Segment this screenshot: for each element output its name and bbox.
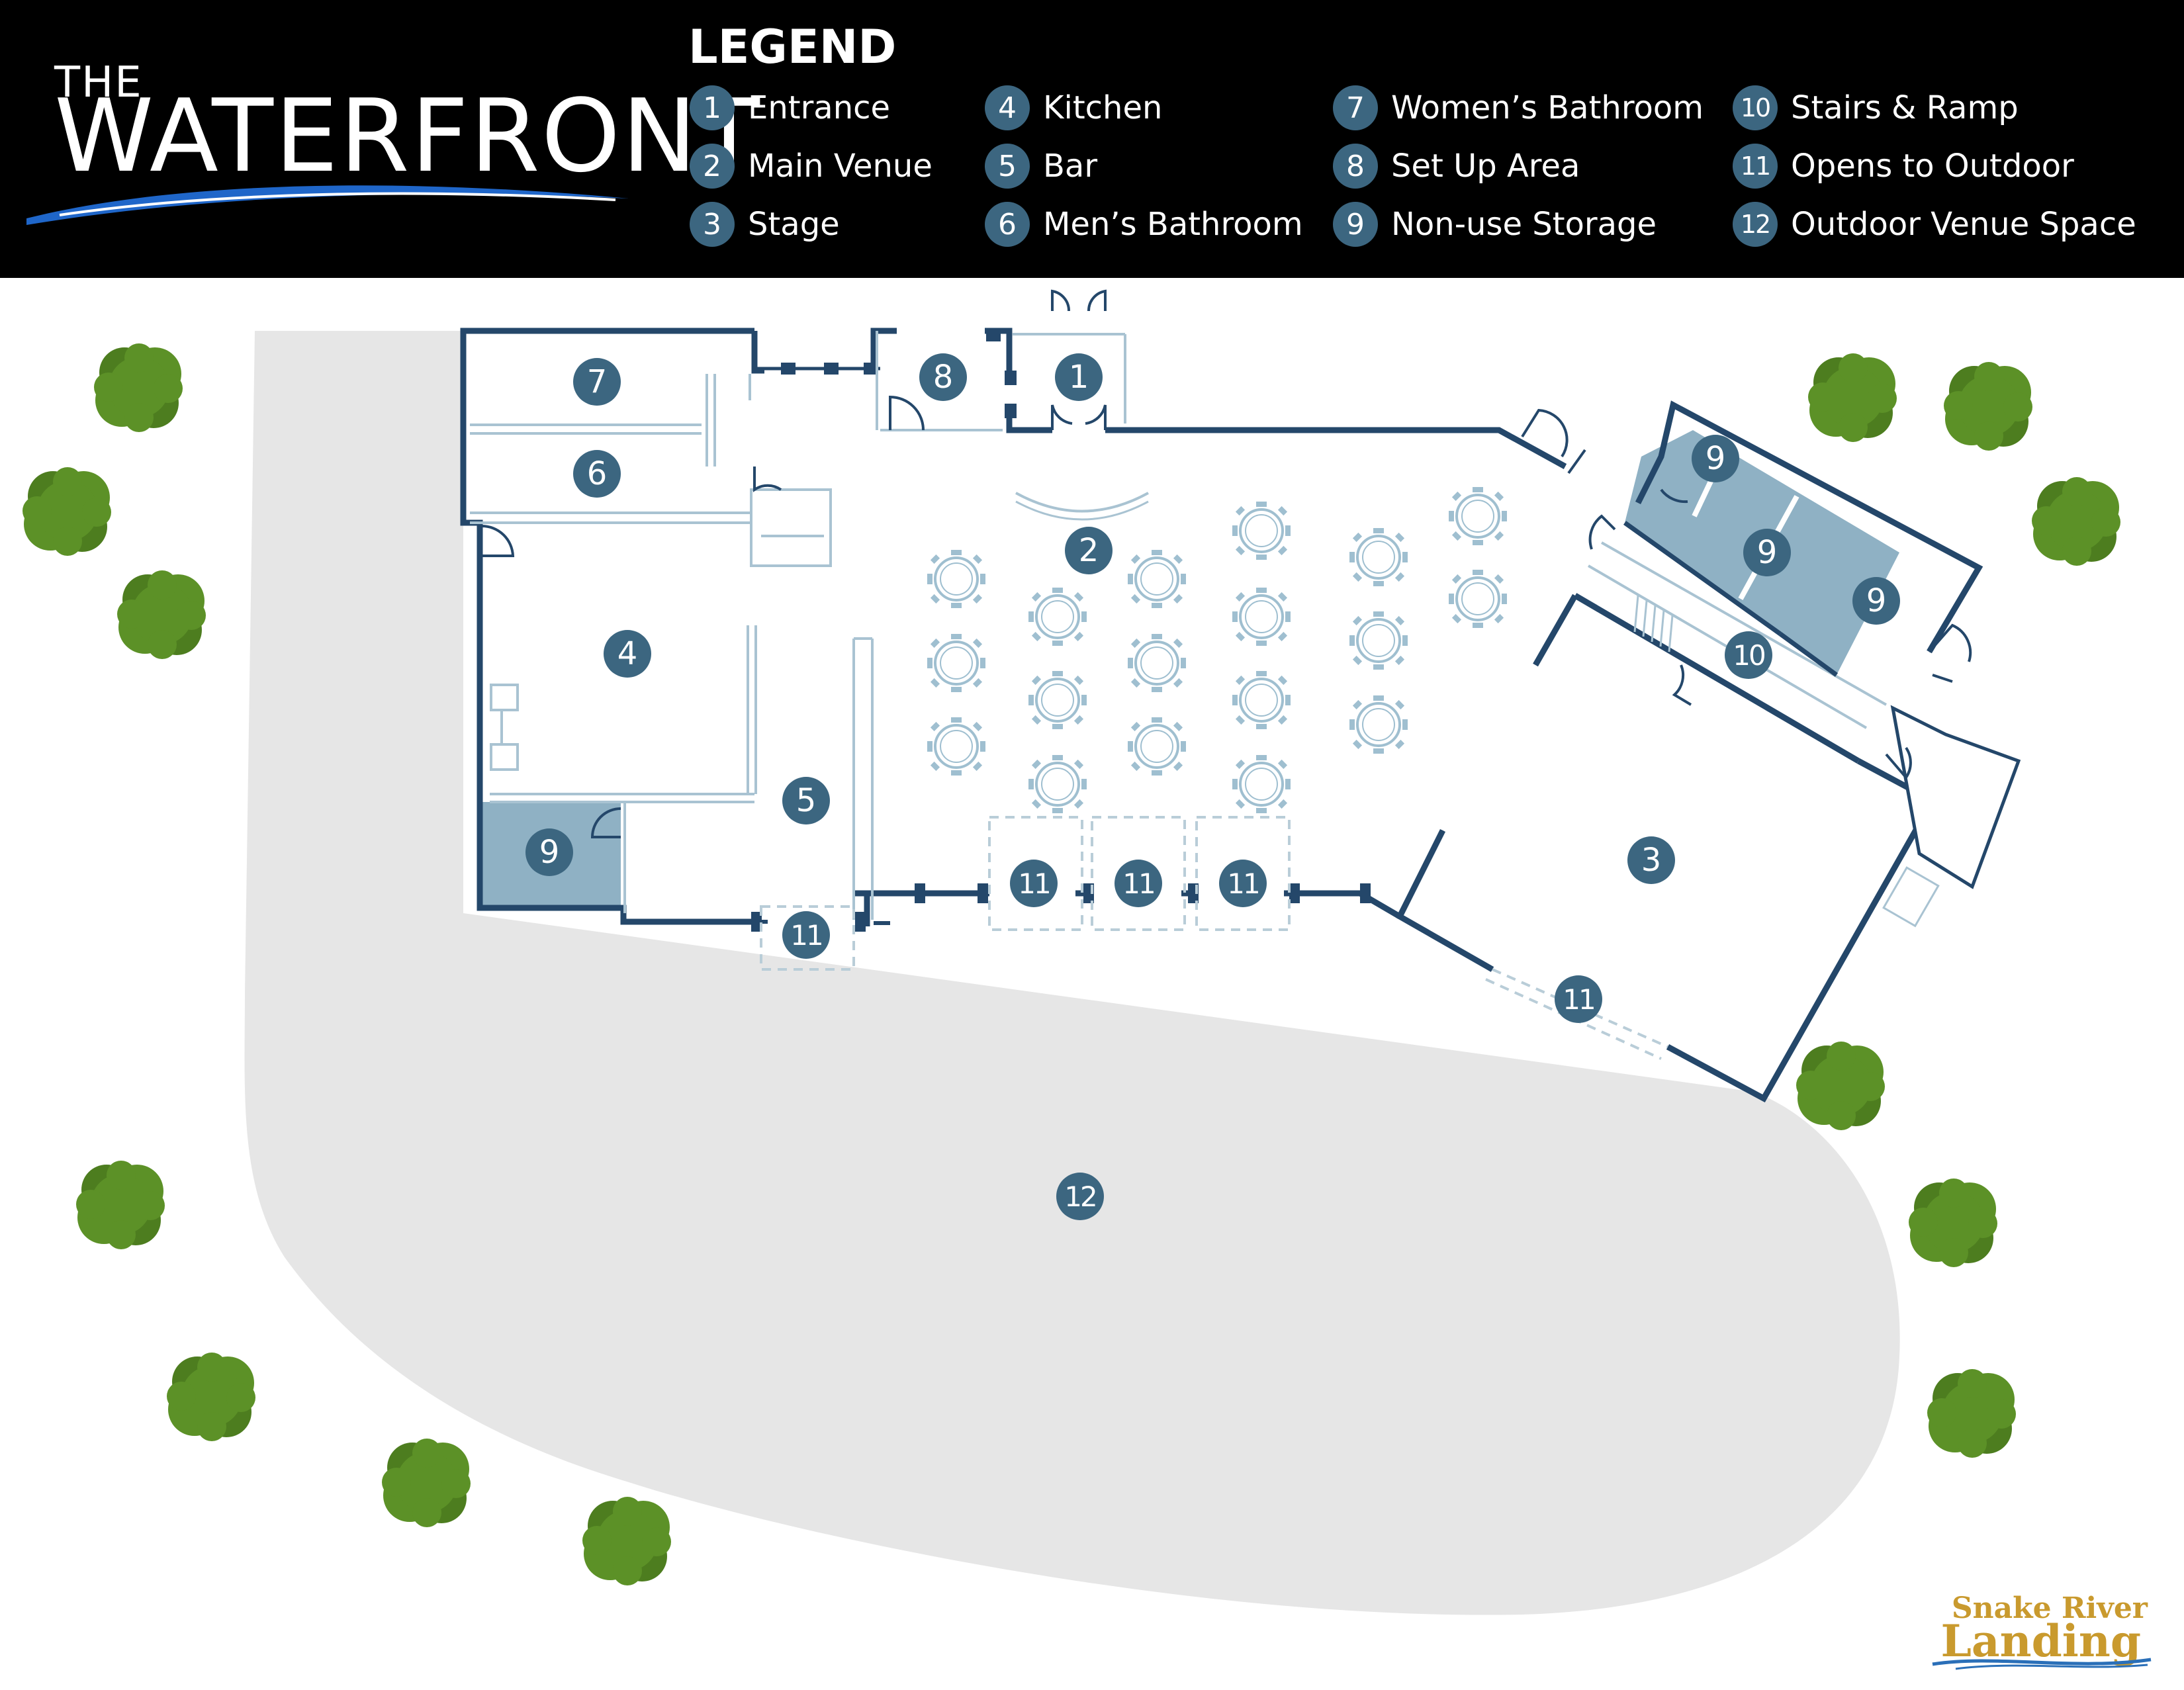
legend-item-set-up-area: 8 Set Up Area bbox=[1333, 143, 1580, 189]
marker-opens-to-outdoor: 11 bbox=[1555, 975, 1602, 1023]
marker-storage: 9 bbox=[1852, 577, 1900, 625]
logo-wave-icon bbox=[26, 185, 629, 225]
marker-opens-to-outdoor: 11 bbox=[1219, 860, 1267, 907]
marker-womens-bathroom: 7 bbox=[573, 358, 621, 406]
snake-river-landing-logo: Snake River Landing bbox=[1929, 1591, 2154, 1671]
legend-badge: 8 bbox=[1333, 144, 1378, 189]
header-bar: THE WATERFRONT LEGEND 1 Entrance 2 Main … bbox=[0, 0, 2184, 278]
marker-storage: 9 bbox=[1692, 435, 1739, 482]
marker-bar: 5 bbox=[782, 777, 830, 824]
legend-label: Bar bbox=[1043, 148, 1098, 185]
legend-label: Opens to Outdoor bbox=[1791, 148, 2074, 185]
legend-item-womens-bathroom: 7 Women’s Bathroom bbox=[1333, 85, 1704, 131]
legend-label: Main Venue bbox=[748, 148, 933, 185]
legend-item-opens-to-outdoor: 11 Opens to Outdoor bbox=[1733, 143, 2074, 189]
legend-label: Non-use Storage bbox=[1391, 206, 1657, 243]
legend-badge: 12 bbox=[1733, 202, 1778, 247]
building-footprint bbox=[463, 311, 1979, 1098]
marker-stage: 3 bbox=[1627, 836, 1675, 884]
tree-icon bbox=[94, 343, 183, 432]
tree-icon bbox=[582, 1497, 671, 1585]
legend-item-bar: 5 Bar bbox=[985, 143, 1097, 189]
floor-plan-drawing bbox=[23, 289, 2120, 1615]
legend-label: Women’s Bathroom bbox=[1391, 89, 1704, 126]
tree-icon bbox=[382, 1439, 471, 1527]
marker-opens-to-outdoor: 11 bbox=[1010, 860, 1058, 907]
marker-stairs-ramp: 10 bbox=[1725, 631, 1772, 679]
legend-badge: 5 bbox=[985, 144, 1030, 189]
brand-top-text: Snake River bbox=[1951, 1591, 2148, 1625]
tree-icon bbox=[1808, 353, 1897, 442]
legend-item-stage: 3 Stage bbox=[690, 201, 840, 247]
tree-icon bbox=[2032, 477, 2120, 566]
legend-label: Entrance bbox=[748, 89, 891, 126]
floor-plan-map: 1 2 3 4 5 6 7 8 9 9 9 9 10 11 11 11 11 1… bbox=[0, 278, 2184, 1687]
marker-set-up-area: 8 bbox=[919, 353, 967, 401]
legend-badge: 9 bbox=[1333, 202, 1378, 247]
stairs bbox=[1633, 595, 1940, 928]
legend-badge: 4 bbox=[985, 85, 1030, 130]
waterfront-logo: THE WATERFRONT bbox=[20, 46, 760, 232]
legend-label: Set Up Area bbox=[1391, 148, 1580, 185]
legend-label: Men’s Bathroom bbox=[1043, 206, 1303, 243]
legend-badge: 1 bbox=[690, 85, 735, 130]
legend-item-outdoor-venue-space: 12 Outdoor Venue Space bbox=[1733, 201, 2136, 247]
legend-item-stairs-ramp: 10 Stairs & Ramp bbox=[1733, 85, 2019, 131]
legend-badge: 11 bbox=[1733, 144, 1778, 189]
tree-icon bbox=[1927, 1369, 2016, 1458]
marker-outdoor-venue-space: 12 bbox=[1056, 1173, 1104, 1220]
logo-main-text: WATERFRONT bbox=[54, 77, 761, 195]
legend-item-non-use-storage: 9 Non-use Storage bbox=[1333, 201, 1657, 247]
tree-icon bbox=[76, 1161, 165, 1249]
legend-badge: 10 bbox=[1733, 85, 1778, 130]
legend-badge: 6 bbox=[985, 202, 1030, 247]
marker-storage: 9 bbox=[525, 828, 573, 876]
tree-icon bbox=[1944, 362, 2032, 451]
legend-label: Stairs & Ramp bbox=[1791, 89, 2019, 126]
brand-wave-icon bbox=[1932, 1658, 2152, 1670]
legend-label: Outdoor Venue Space bbox=[1791, 206, 2136, 243]
marker-opens-to-outdoor: 11 bbox=[1115, 860, 1162, 907]
marker-mens-bathroom: 6 bbox=[573, 450, 621, 498]
tree-icon bbox=[1796, 1042, 1885, 1130]
tree-icon bbox=[167, 1353, 255, 1441]
logo-the-text: THE bbox=[54, 58, 143, 107]
legend-label: Stage bbox=[748, 206, 840, 243]
marker-entrance: 1 bbox=[1055, 353, 1103, 401]
tree-icon bbox=[23, 467, 111, 556]
legend-label: Kitchen bbox=[1043, 89, 1163, 126]
legend-badge: 7 bbox=[1333, 85, 1378, 130]
marker-main-venue: 2 bbox=[1065, 527, 1113, 574]
legend-badge: 3 bbox=[690, 202, 735, 247]
legend-badge: 2 bbox=[690, 144, 735, 189]
legend-item-main-venue: 2 Main Venue bbox=[690, 143, 933, 189]
brand-bottom-text: Landing bbox=[1940, 1615, 2141, 1667]
marker-kitchen: 4 bbox=[604, 630, 651, 678]
marker-opens-to-outdoor: 11 bbox=[782, 911, 830, 959]
legend-item-mens-bathroom: 6 Men’s Bathroom bbox=[985, 201, 1303, 247]
legend-item-kitchen: 4 Kitchen bbox=[985, 85, 1162, 131]
tree-icon bbox=[1909, 1179, 1997, 1267]
legend-item-entrance: 1 Entrance bbox=[690, 85, 890, 131]
door-icon bbox=[481, 289, 1972, 917]
tree-icon bbox=[117, 570, 206, 659]
stage-arc bbox=[1015, 492, 1149, 513]
marker-storage: 9 bbox=[1743, 529, 1791, 576]
legend-title: LEGEND bbox=[688, 20, 897, 74]
outdoor-venue-area bbox=[244, 331, 1900, 1615]
